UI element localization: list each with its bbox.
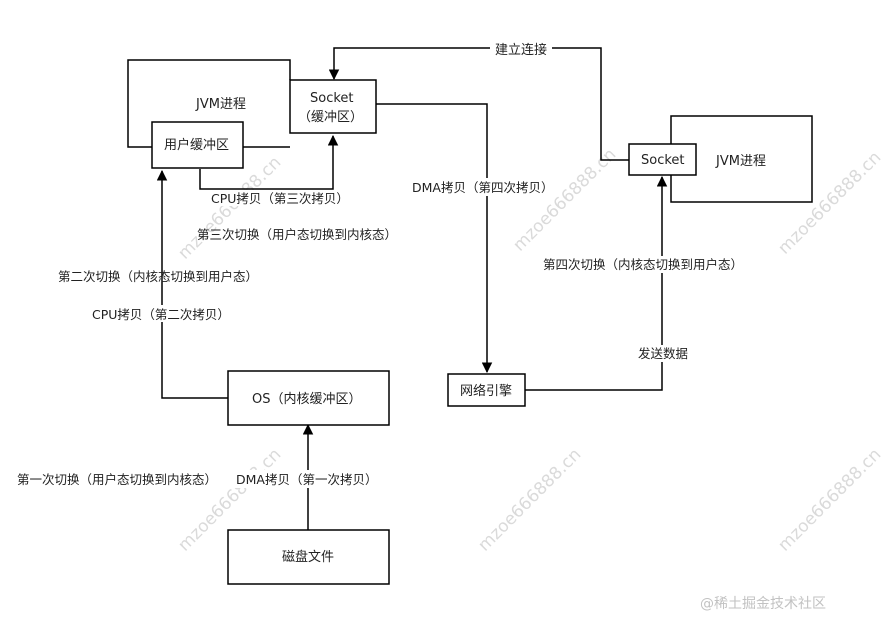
socket-left-label-line1: Socket [310,91,354,106]
socket-left-label-line2: （缓冲区） [298,110,363,125]
watermark-layer: mzoe666888.cn mzoe666888.cn mzoe666888.c… [174,145,881,556]
edge-label-send-data: 发送数据 [638,346,688,361]
net-engine-label: 网络引擎 [460,383,512,399]
disk-file-label: 磁盘文件 [282,549,334,565]
os-buffer-label: OS（内核缓冲区） [252,391,362,407]
edge-label-switch-2: 第二次切换（内核态切换到用户态） [58,269,258,284]
jvm-left-outline [127,59,291,148]
edge-establish-connection [328,47,629,161]
label-bg [408,178,558,196]
watermark-text: mzoe666888.cn [174,153,285,264]
edge-label-establish-connection: 建立连接 [495,42,547,58]
socket-right-box [628,143,697,176]
disk-file-box [227,529,390,585]
jvm-left-label: JVM进程 [195,97,246,112]
socket-right-label: Socket [641,153,685,168]
edge-label-dma-copy-1: DMA拷贝（第一次拷贝） [236,472,377,487]
edge-label-dma-copy-4: DMA拷贝（第四次拷贝） [412,180,553,195]
label-bg [490,40,552,58]
user-buffer-label: 用户缓冲区 [164,137,229,153]
label-bg [207,190,353,206]
watermark-text: mzoe666888.cn [774,445,881,556]
edge-dma-copy-4 [376,103,493,374]
edge-label-switch-3: 第三次切换（用户态切换到内核态） [197,227,397,242]
label-bg [88,305,234,322]
edge-label-cpu-copy-3: CPU拷贝（第三次拷贝） [211,191,349,206]
label-bg [540,256,752,273]
edge-cpu-copy-2 [156,169,228,399]
label-bg [232,470,384,488]
edge-label-switch-1: 第一次切换（用户态切换到内核态） [17,472,217,487]
net-engine-box [447,373,526,407]
label-bg [636,345,692,362]
socket-left-box [289,79,377,134]
watermark-text: mzoe666888.cn [474,445,585,556]
os-buffer-box [227,370,390,426]
edge-cpu-copy-3 [199,134,339,190]
watermark-text: mzoe666888.cn [509,145,620,256]
credit-text: @稀土掘金技术社区 [700,596,826,612]
edge-label-switch-4: 第四次切换（内核态切换到用户态） [543,257,743,272]
edge-label-cpu-copy-2: CPU拷贝（第二次拷贝） [92,307,230,322]
edge-send-data [525,175,668,391]
user-buffer-box [151,121,244,169]
jvm-right-label: JVM进程 [715,154,766,169]
